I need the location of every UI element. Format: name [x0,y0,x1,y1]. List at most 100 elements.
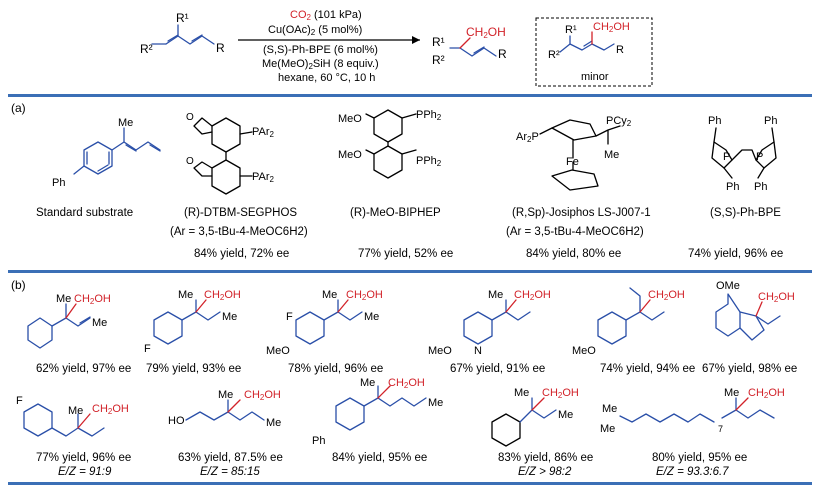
minor-product-box: R¹ R² CH2OH R minor [535,17,653,87]
svg-text:CH2OH: CH2OH [593,21,630,34]
svg-text:Fe: Fe [566,156,579,168]
row2-ez-5: E/Z = 93.3:6.7 [656,466,729,478]
substituent-r1: R¹ [176,11,189,25]
svg-text:CH2OH: CH2OH [244,389,281,402]
svg-text:Ph: Ph [708,115,721,127]
substituent-r: R [216,41,225,55]
svg-text:CH2OH: CH2OH [542,387,579,400]
product-structure-5: CH2OH MeO [572,287,685,357]
product-structure-10: Me CH2OH Me [491,387,579,447]
svg-text:Me: Me [488,289,503,301]
reaction-conditions: CO2 (101 kPa) Cu(OAc)2 (5 mol%) (S,S)-Ph… [262,9,379,84]
svg-text:Me: Me [360,377,375,389]
row1-result-2: 79% yield, 93% ee [146,363,241,375]
svg-text:CH2OH: CH2OH [758,291,795,304]
svg-text:P: P [723,151,730,163]
dtbm-segphos-structure: O O PAr2 PAr2 [186,112,275,195]
row1-result-3: 78% yield, 96% ee [288,363,383,375]
row2-result-4: 83% yield, 86% ee [498,452,593,464]
svg-text:Me: Me [222,311,237,323]
meo-biphep-label: (R)-MeO-BIPHEP [350,207,441,219]
svg-text:HO: HO [168,415,185,427]
svg-text:PPh2: PPh2 [416,109,442,122]
svg-text:Ph: Ph [312,435,325,447]
svg-text:Me: Me [56,293,71,305]
row2-result-3: 84% yield, 95% ee [332,452,427,464]
divider-rule-2 [8,270,812,273]
svg-text:F: F [286,311,293,323]
svg-text:7: 7 [718,424,723,434]
reaction-scheme: R¹ R² R CO2 (101 kPa) Cu(OAc)2 (5 mol%) … [140,9,653,87]
reaction-arrow [238,36,420,44]
row2-result-5: 80% yield, 95% ee [652,452,747,464]
svg-text:CH2OH: CH2OH [648,289,685,302]
product-structure-4: Me CH2OH N MeO [428,289,551,357]
standard-substrate-structure: Me Ph [52,117,161,189]
product-r2: R² [432,53,445,67]
svg-text:PCy2: PCy2 [606,115,632,128]
svg-text:Ph: Ph [764,115,777,127]
svg-text:R¹: R¹ [565,24,577,36]
product-structure-3: Me CH2OH Me F MeO [266,289,383,357]
section-a: (a) Me Ph Standard substrate O O PAr2 PA… [11,101,783,260]
svg-text:MeO: MeO [572,345,596,357]
row1-result-1: 62% yield, 97% ee [36,363,131,375]
svg-text:F: F [16,395,23,407]
svg-text:Me: Me [322,289,337,301]
svg-text:MeO: MeO [338,149,362,161]
product-r: R [498,47,507,61]
row1-result-4: 67% yield, 91% ee [450,363,545,375]
svg-text:Me: Me [724,387,739,399]
svg-text:Me: Me [602,403,617,415]
row1-result-6: 67% yield, 98% ee [702,363,797,375]
product-structure-7: F Me CH2OH [16,395,129,437]
ph-bpe-structure: P P Ph Ph Ph Ph [708,115,777,193]
svg-text:Me: Me [178,289,193,301]
svg-text:Me: Me [92,317,107,329]
josiphos-sub: (Ar = 3,5-tBu-4-MeOC6H2) [506,226,644,238]
product-structure-2: Me CH2OH Me F [144,289,241,355]
svg-text:R: R [616,44,624,56]
svg-text:CH2OH: CH2OH [92,403,129,416]
silane-line: Me(MeO)2SiH (8 equiv.) [262,58,379,71]
standard-substrate-label: Standard substrate [36,207,133,219]
divider-rule-3 [8,482,812,485]
svg-text:OMe: OMe [716,280,740,292]
svg-text:PAr2: PAr2 [252,171,275,184]
svg-text:Me: Me [218,389,233,401]
substituent-r2: R² [140,42,153,56]
product-structure-9: Me CH2OH Me Ph [312,377,443,447]
svg-text:MeO: MeO [428,345,452,357]
svg-text:Me: Me [364,311,379,323]
row2-result-1: 77% yield, 96% ee [36,452,131,464]
ph-bpe-label: (S,S)-Ph-BPE [710,207,781,219]
svg-text:Me: Me [600,423,615,435]
co2-line: CO2 (101 kPa) [290,9,362,22]
josiphos-structure: Fe Ar2P PCy2 Me [516,115,632,191]
svg-text:Me: Me [118,117,133,129]
svg-text:R²: R² [548,49,560,61]
row2-ez-1: E/Z = 91:9 [58,466,112,478]
svg-text:O: O [186,156,194,167]
svg-text:N: N [474,345,482,357]
ph-bpe-result: 74% yield, 96% ee [688,248,783,260]
svg-text:Me: Me [428,397,443,409]
product-structure-1: Me CH2OH Me [27,293,111,349]
catalyst-line: Cu(OAc)2 (5 mol%) [268,24,362,37]
row2-result-2: 63% yield, 87.5% ee [178,452,283,464]
svg-text:Me: Me [604,149,619,161]
svg-text:CH2OH: CH2OH [346,289,383,302]
svg-text:Ph: Ph [52,177,65,189]
row2-ez-4: E/Z > 98:2 [518,466,572,478]
ligand-line: (S,S)-Ph-BPE (6 mol%) [263,44,378,56]
svg-text:Me: Me [266,417,281,429]
product-ch2oh: CH2OH [466,25,506,40]
dtbm-segphos-result: 84% yield, 72% ee [194,248,289,260]
svg-text:Me: Me [68,405,83,417]
divider-rule [8,94,812,97]
product-r1: R¹ [432,35,445,49]
svg-text:CH2OH: CH2OH [74,293,111,306]
svg-text:O: O [186,112,194,123]
svg-text:CH2OH: CH2OH [748,387,785,400]
